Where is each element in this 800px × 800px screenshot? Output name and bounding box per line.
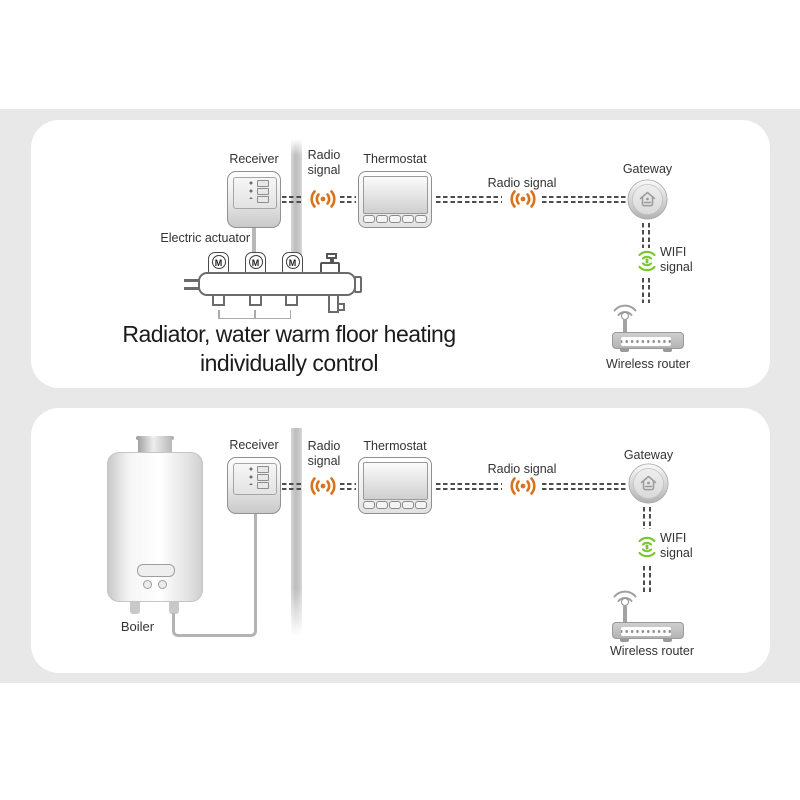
dashed-link (436, 483, 502, 490)
boiler-knob (158, 580, 167, 589)
receiver-led-dots-icon (248, 463, 254, 485)
router-foot (620, 638, 629, 642)
wireless-router-label: Wireless router (605, 357, 691, 371)
manifold-port (212, 294, 225, 306)
boiler-knob (143, 580, 152, 589)
thermostat-device (358, 457, 432, 514)
house-icon (640, 475, 657, 491)
thermostat-label: Thermostat (363, 439, 427, 453)
house-icon (639, 191, 656, 207)
manifold-drain-nub (337, 303, 345, 311)
boiler-device (107, 452, 203, 602)
radio-signal-label: Radio signal (487, 176, 557, 190)
dashed-link (340, 196, 356, 203)
actuator-m-icon: M (208, 252, 229, 274)
dashed-link-vertical (643, 507, 651, 529)
port-bracket (218, 310, 291, 319)
gateway-device (628, 463, 669, 504)
receiver-device (227, 171, 281, 228)
manifold-inlet-pipe (184, 279, 199, 282)
boiler-receiver-cable (172, 613, 257, 637)
gateway-label: Gateway (622, 162, 673, 176)
gateway-label: Gateway (623, 448, 674, 462)
receiver-label: Receiver (229, 438, 279, 452)
wifi-signal-label: WIFI signal (660, 531, 693, 560)
panel1-caption: Radiator, water warm floor heating indiv… (39, 320, 539, 378)
radio-signal-label: Radio signal (307, 148, 341, 177)
thermostat-buttons (363, 501, 427, 509)
dashed-link-vertical (642, 278, 650, 303)
thermostat-screen (363, 176, 428, 214)
receiver-actuator-wire (252, 227, 256, 254)
radio-signal-icon (510, 477, 536, 495)
radio-signal-label: Radio signal (487, 462, 557, 476)
manifold-inlet-pipe (184, 287, 199, 290)
actuator-letter: M (248, 254, 263, 269)
router-foot (663, 638, 672, 642)
boiler-leg (130, 600, 140, 614)
radio-signal-label: Radio signal (307, 439, 341, 468)
router-foot (620, 348, 629, 352)
manifold-body (198, 272, 356, 296)
boiler-receiver-cable (254, 512, 257, 615)
wifi-signal-icon (638, 536, 656, 558)
thermostat-buttons (363, 215, 427, 223)
wireless-router-device (612, 332, 684, 349)
dashed-link (436, 196, 502, 203)
receiver-screen (233, 463, 277, 495)
receiver-indicator (257, 196, 269, 203)
dashed-link (340, 483, 356, 490)
router-antenna-mast (623, 605, 627, 624)
dashed-link-vertical (642, 223, 650, 248)
actuator-m-icon: M (245, 252, 266, 274)
boiler-display-slot (137, 564, 175, 577)
caption-line-1: Radiator, water warm floor heating (122, 321, 456, 347)
receiver-indicator (257, 188, 269, 195)
receiver-indicator (257, 466, 269, 473)
wireless-router-device (612, 622, 684, 639)
gateway-device (627, 179, 668, 220)
wall-pipe (291, 428, 302, 640)
manifold-port (249, 294, 262, 306)
radio-signal-icon (310, 477, 336, 495)
boiler-label: Boiler (120, 619, 155, 634)
receiver-indicator (257, 180, 269, 187)
radio-signal-icon (510, 190, 536, 208)
manifold-valve-stem (330, 258, 334, 263)
receiver-indicator (257, 482, 269, 489)
actuator-letter: M (285, 254, 300, 269)
actuator-letter: M (211, 254, 226, 269)
router-led-strip (621, 627, 671, 636)
router-foot (663, 348, 672, 352)
router-antenna-mast (623, 319, 627, 334)
dashed-link (542, 196, 626, 203)
router-led-strip (621, 337, 671, 346)
boiler-chimney (138, 438, 172, 453)
manifold-port (285, 294, 298, 306)
dashed-link (542, 483, 626, 490)
dashed-link (282, 483, 303, 490)
receiver-led-dots-icon (248, 177, 254, 199)
electric-actuator-label: Electric actuator (160, 231, 250, 245)
thermostat-label: Thermostat (363, 152, 427, 166)
receiver-screen (233, 177, 277, 209)
radio-signal-icon (310, 190, 336, 208)
dashed-link (282, 196, 303, 203)
boiler-leg (169, 600, 179, 614)
receiver-indicator (257, 474, 269, 481)
thermostat-device (358, 171, 432, 228)
caption-line-2: individually control (200, 349, 378, 376)
receiver-label: Receiver (229, 152, 279, 166)
receiver-device (227, 457, 281, 514)
wireless-router-label: Wireless router (609, 644, 695, 658)
dashed-link-vertical (643, 566, 651, 594)
actuator-m-icon: M (282, 252, 303, 274)
thermostat-screen (363, 462, 428, 500)
wifi-signal-icon (638, 250, 656, 272)
manifold-end-cap (354, 276, 362, 293)
wifi-signal-label: WIFI signal (660, 245, 693, 274)
